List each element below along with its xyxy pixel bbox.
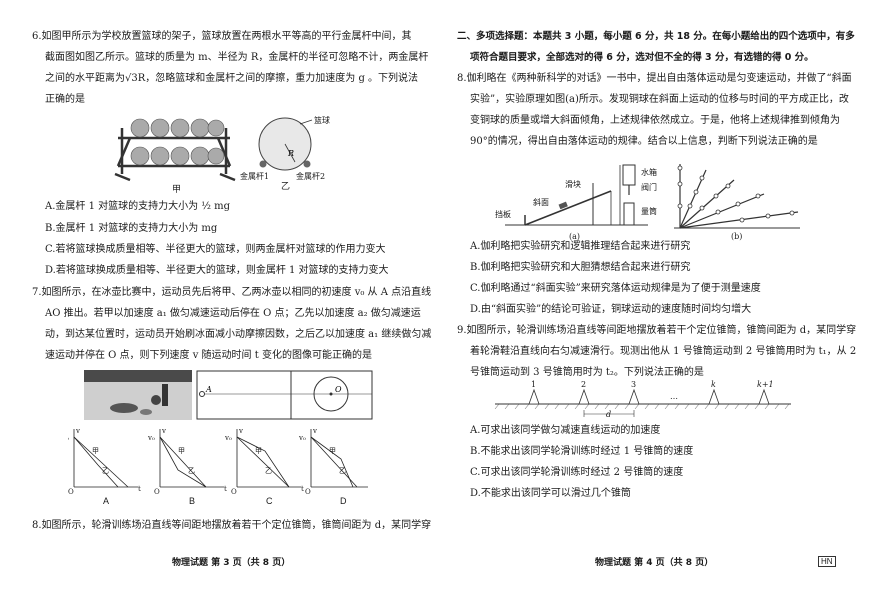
footer-page-3: 物理试题 第 3 页（共 8 页） (172, 558, 291, 568)
q8-option-a: A.伽利略把实验研究和逻辑推理结合起来进行研究 (470, 241, 691, 252)
label-fig-a: (a) (569, 232, 581, 241)
label-jia: 甲 (92, 447, 99, 455)
cone-label-2: 2 (581, 380, 587, 389)
v0-label: v₀ (147, 434, 155, 442)
curve-jia (236, 436, 290, 488)
vt-graphs: vv₀tO甲乙vv₀tO甲乙vv₀tO甲乙vv₀tO甲乙 (68, 427, 368, 495)
fig-label-rod1: 金属杆1 (240, 172, 270, 181)
v0-label: v₀ (298, 434, 306, 442)
q6-option-d: D.若将篮球换成质量相等、半径更大的篮球，则金属杆 1 对篮球的支持力变大 (45, 265, 389, 276)
label-yi: 乙 (102, 467, 109, 475)
cone-label-1: 1 (531, 380, 537, 389)
section-header-line-1: 二、多项选择题：本题共 3 小题，每小题 6 分，共 18 分。在每小题给出的四… (457, 31, 855, 42)
fig-label-yi: 乙 (281, 182, 291, 192)
fig-label-jia: 甲 (172, 185, 182, 195)
curve-yi (236, 436, 290, 488)
point-a-label: A (205, 385, 212, 394)
label-dangban: 挡板 (495, 210, 511, 219)
basketball-cross-section: R (258, 117, 313, 171)
section-header-line-2: 项符合题目要求，全部选对的得 6 分，选对但不全的得 3 分，有选错的得 0 分… (470, 52, 814, 63)
q8-line-4: 90°的情况，得出自由落体运动的规律。结合以上信息，判断下列说法正确的是 (470, 136, 818, 147)
cone-label-k: k (711, 380, 716, 389)
q7-line-3: 动，到达某位置时，运动员开始刷冰面减小动摩擦因数，之后乙以加速度 a₁ 继续做匀… (45, 329, 432, 340)
q7-line-1: 7.如图所示，在冰壶比赛中，运动员先后将甲、乙两冰壶以相同的初速度 v₀ 从 A… (32, 287, 432, 298)
q6-line-4: 正确的是 (45, 94, 85, 105)
label-yi: 乙 (188, 467, 195, 475)
q6-option-c: C.若将篮球换成质量相等、半径更大的篮球，则两金属杆对篮球的作用力变大 (45, 244, 386, 255)
cone-label-k1: k+1 (757, 380, 774, 389)
v0-label: v₀ (224, 434, 232, 442)
q9-option-c: C.可求出该同学轮滑训练时经过 2 号锥筒的速度 (470, 467, 684, 478)
point-o-label: O (335, 385, 342, 394)
q6-line-2: 截面图如图乙所示。篮球的质量为 m、半径为 R，金属杆的半径可忽略不计，两金属杆 (45, 52, 429, 63)
q8-continuation-line: 8.如图所示，轮滑训练场沿直线等间距地摆放着若干个定位锥筒，锥筒间距为 d，某同… (32, 520, 432, 531)
q7-line-4: 速运动并停在 O 点，则下列速度 v 随运动时间 t 变化的图像可能正确的是 (45, 350, 372, 361)
graph-label-b: B (189, 496, 196, 506)
cone-label-3: 3 (631, 380, 637, 389)
cone-ellipsis: … (670, 392, 678, 401)
curve-jia (73, 436, 129, 488)
q8-option-d: D.由“斜面实验”的结论可验证，铜球运动的速度随时间均匀增大 (470, 304, 752, 315)
curling-photo (84, 370, 192, 420)
label-liangtong: 量筒 (641, 207, 657, 216)
label-huakuai: 滑块 (565, 180, 581, 189)
curve-yi (310, 436, 354, 488)
q6-line-3: 之间的水平距离为√3R，忽略篮球和金属杆之间的摩擦，重力加速度为 g 。下列说法 (45, 73, 419, 84)
label-jia: 甲 (255, 447, 262, 455)
q9-line-1: 9.如图所示，轮滑训练场沿直线等间距地摆放着若干个定位锥筒，锥筒间距为 d，某同… (457, 325, 857, 336)
curve-yi (73, 436, 119, 488)
incline-experiment-figure (505, 164, 648, 226)
spacing-label-d: d (606, 410, 612, 419)
cone-track-figure (494, 388, 791, 417)
v-axis-label: v (161, 427, 166, 435)
basketball-rack-figure (114, 118, 236, 182)
graph-label-a: A (103, 496, 110, 506)
graph-label-d: D (340, 496, 347, 506)
label-yi: 乙 (339, 467, 346, 475)
label-yi: 乙 (265, 467, 272, 475)
q8-option-c: C.伽利略通过“斜面实验”来研究落体运动规律是为了便于测量速度 (470, 283, 761, 294)
origin-label: O (154, 488, 160, 495)
label-jia: 甲 (178, 447, 185, 455)
fig-label-ball: 篮球 (314, 116, 330, 125)
radius-label: R (287, 149, 294, 158)
v-axis-label: v (312, 427, 317, 435)
q9-line-2: 着轮滑鞋沿直线向右匀减速滑行。现测出他从 1 号锥筒运动到 2 号锥筒用时为 t… (470, 346, 857, 357)
origin-label: O (68, 488, 74, 495)
label-fig-b: (b) (731, 232, 743, 241)
v-axis-label: v (75, 427, 80, 435)
fig-label-rod2: 金属杆2 (296, 172, 326, 181)
q6-option-b: B.金属杆 1 对篮球的支持力大小为 mg (45, 223, 218, 234)
multi-incline-figure (674, 164, 800, 229)
q8-line-3: 变铜球的质量或增大斜面倾角，上述规律依然成立。于是，他将上述规律推到倾角为 (470, 115, 840, 126)
q7-line-2: AO 推出。若甲以加速度 a₁ 做匀减速运动后停在 O 点；乙先以加速度 a₂ … (45, 308, 421, 319)
curling-track-diagram: A O (196, 370, 373, 420)
label-jia: 甲 (329, 447, 336, 455)
t-axis-label: t (301, 485, 304, 493)
q6-option-a: A.金属杆 1 对篮球的支持力大小为 ½ mg (45, 201, 231, 212)
q6-line-1: 6.如图甲所示为学校放置篮球的架子，篮球放置在两根水平等高的平行金属杆中间，其 (32, 31, 412, 42)
footer-page-4: 物理试题 第 4 页（共 8 页） (595, 558, 714, 568)
v-axis-label: v (238, 427, 243, 435)
q9-option-d: D.不能求出该同学可以滑过几个锥筒 (470, 488, 631, 499)
v0-label: v₀ (68, 434, 69, 442)
label-famen: 阀门 (641, 183, 657, 192)
graph-label-c: C (266, 496, 273, 506)
label-xiemian: 斜面 (533, 198, 549, 207)
origin-label: O (231, 488, 237, 495)
q8-line-2: 实验”，实验原理如图(a)所示。发现铜球在斜面上运动的位移与时间的平方成正比，改 (470, 94, 849, 105)
region-badge: HN (818, 556, 836, 567)
q9-option-a: A.可求出该同学做匀减速直线运动的加速度 (470, 425, 661, 436)
t-axis-label: t (224, 485, 227, 493)
origin-label: O (305, 488, 311, 495)
q8-line-1: 8.伽利略在《两种新科学的对话》一书中，提出自由落体运动是匀变速运动，并做了“斜… (457, 73, 852, 84)
q9-line-3: 号锥筒运动到 3 号锥筒用时为 t₂。下列说法正确的是 (470, 367, 704, 378)
curve-yi (159, 436, 207, 488)
q9-option-b: B.不能求出该同学轮滑训练时经过 1 号锥筒的速度 (470, 446, 694, 457)
t-axis-label: t (138, 485, 141, 493)
q8-option-b: B.伽利略把实验研究和大胆猜想结合起来进行研究 (470, 262, 691, 273)
label-shuixiang: 水箱 (641, 168, 657, 177)
curve-jia (159, 436, 207, 488)
